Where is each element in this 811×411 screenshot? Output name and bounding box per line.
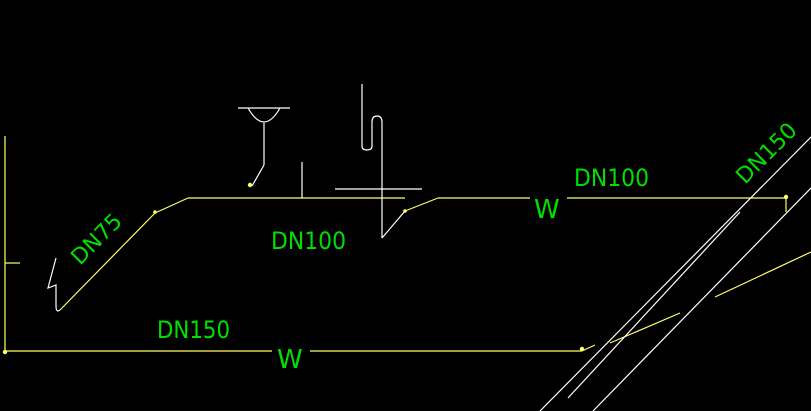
node-upper-left xyxy=(153,210,157,214)
label-w-left: W xyxy=(277,345,303,375)
floor-drain-fixture xyxy=(238,107,290,187)
label-dn150-left: DN150 xyxy=(157,316,230,344)
label-w-right: W xyxy=(534,195,560,225)
upper-drain-branch xyxy=(59,197,787,311)
trap-cleanout-fixture xyxy=(335,84,422,239)
node-floor-drain xyxy=(247,182,253,188)
left-trap-fixture xyxy=(47,257,61,312)
node-left-bottom xyxy=(2,349,8,355)
lower-drain-main xyxy=(5,344,596,352)
connection-nodes xyxy=(2,182,789,355)
label-dn100-lower: DN100 xyxy=(271,227,346,255)
node-lower-right xyxy=(579,346,585,352)
node-trap xyxy=(403,209,407,213)
left-riser-pipe xyxy=(4,136,20,352)
label-dn100-upper: DN100 xyxy=(574,164,649,192)
node-upper-right xyxy=(783,194,789,200)
main-collector-pipe xyxy=(539,136,811,411)
right-diagonal-branches xyxy=(609,251,811,344)
